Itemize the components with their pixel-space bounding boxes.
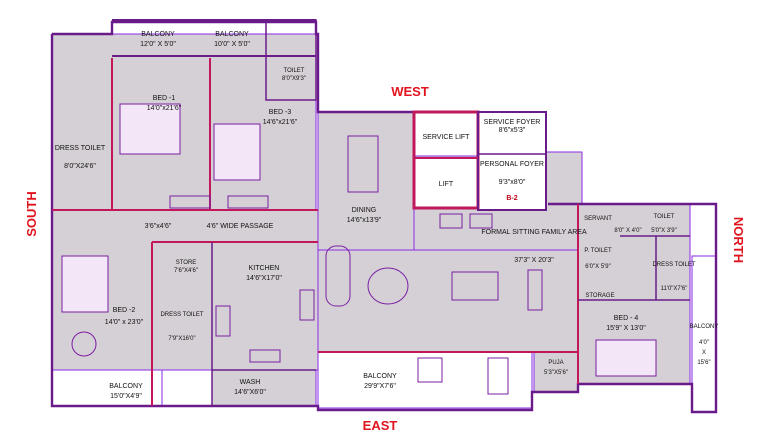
bed1-name: BED -1 — [153, 95, 176, 102]
personal-foyer-name: PERSONAL FOYER — [480, 161, 544, 168]
dress-toilet1-size: 8'0"X24'6" — [64, 163, 96, 170]
balcony-right-width: 4'0" — [699, 340, 709, 346]
p-toilet-size: 6'0"X 5'9" — [585, 264, 611, 270]
dress-toilet4-size: 11'0"X7'6" — [661, 286, 688, 292]
bed3-size: 14'6"x21'6" — [263, 119, 298, 126]
dress-toilet4-name: DRESS TOILET — [652, 262, 695, 268]
dining-size: 14'6"x13'9" — [347, 217, 382, 224]
balcony-right-height: 15'6" — [697, 360, 710, 366]
wash-name: WASH — [240, 379, 261, 386]
wash-size: 14'6"X6'0" — [234, 389, 266, 396]
balcony-right-x: X — [702, 350, 706, 356]
dress-toilet2-size: 7'9"X16'0" — [168, 336, 195, 342]
dress-toilet2-name: DRESS TOILET — [160, 312, 203, 318]
service-foyer-name: SERVICE FOYER — [484, 119, 541, 126]
balcony-bottom-left-name: BALCONY — [109, 383, 143, 390]
walls — [50, 19, 718, 414]
bed2-size: 14'0" x 23'0" — [105, 319, 144, 326]
bed4-size: 15'9" X 13'0" — [606, 325, 646, 332]
furniture — [61, 103, 657, 395]
balcony-bottom-name: BALCONY — [363, 373, 397, 380]
balcony-bottom-left-size: 15'0"X4'9" — [110, 393, 142, 400]
lift-name: LIFT — [439, 181, 454, 188]
toilet-top-name: TOILET — [284, 68, 305, 74]
service-lift-name: SERVICE LIFT — [423, 134, 471, 141]
dining-name: DINING — [352, 207, 377, 214]
bed3-name: BED -3 — [269, 109, 292, 116]
service-foyer-size: 8'6"x5'3" — [499, 127, 526, 134]
toilet-right-name: TOILET — [654, 214, 675, 220]
dress-toilet1-name: DRESS TOILET — [55, 145, 106, 152]
kitchen-name: KITCHEN — [249, 265, 280, 272]
balcony-top2-size: 10'0" X 5'0" — [214, 41, 250, 48]
balcony-bottom-size: 29'9"X7'6" — [364, 383, 396, 390]
puja-name: PUJA — [548, 360, 563, 366]
bed2-name: BED -2 — [113, 307, 136, 314]
formal-sitting-size: 37'3" X 20'3" — [514, 257, 554, 264]
kitchen-size: 14'6"X17'0" — [246, 275, 282, 282]
personal-foyer-size: 9'3"x8'0" — [499, 179, 526, 186]
storage-name: STORAGE — [585, 293, 614, 299]
puja-size: 5'3"X5'6" — [544, 370, 568, 376]
unit-tag: B-2 — [506, 195, 517, 202]
toilet-right-size: 5'0"X 3'9" — [651, 228, 677, 234]
bed1-size: 14'0"x21'6" — [147, 105, 182, 112]
balcony-top2-name: BALCONY — [215, 31, 249, 38]
toilet-top-size: 8'0"X9'3" — [282, 76, 306, 82]
direction-east: EAST — [363, 418, 398, 433]
passage-left-label: 3'6"x4'6" — [145, 223, 172, 230]
bed4-name: BED - 4 — [614, 315, 639, 322]
store-size: 7'6"X4'6" — [174, 268, 198, 274]
direction-south: SOUTH — [24, 191, 39, 237]
servant-size: 8'0" X 4'0" — [614, 228, 641, 234]
direction-north: NORTH — [731, 217, 746, 263]
room-labels: BALCONY 12'0" X 5'0" BALCONY 10'0" X 5'0… — [55, 31, 719, 400]
p-toilet-name: P. TOILET — [584, 248, 612, 254]
balcony-top1-name: BALCONY — [141, 31, 175, 38]
formal-sitting-name: FORMAL SITTING FAMILY AREA — [481, 229, 587, 236]
store-name: STORE — [176, 260, 197, 266]
passage-label: 4'6" WIDE PASSAGE — [207, 223, 274, 230]
balcony-top1-size: 12'0" X 5'0" — [140, 41, 176, 48]
balcony-right-name: BALCONY — [690, 324, 719, 330]
direction-west: WEST — [391, 84, 429, 99]
servant-name: SERVANT — [584, 216, 612, 222]
